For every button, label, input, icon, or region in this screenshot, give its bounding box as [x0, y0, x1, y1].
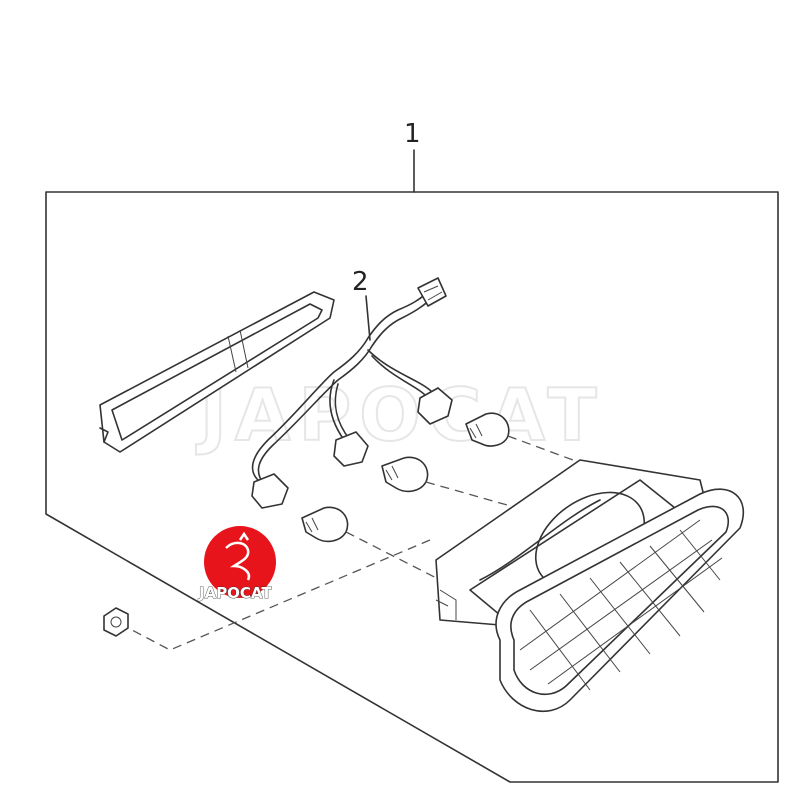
bulb-1	[465, 412, 510, 447]
logo-text: JAPOCAT	[198, 584, 272, 602]
nut	[103, 607, 129, 637]
wiring-harness	[251, 277, 453, 509]
callout-2-label: 2	[352, 267, 369, 297]
japocat-logo: JAPOCAT	[198, 526, 276, 602]
reflector-strip	[99, 291, 335, 453]
bulb-2	[381, 456, 429, 493]
bulb-3	[301, 506, 349, 543]
lamp-housing	[435, 459, 745, 713]
watermark-text: JAPOCAT	[195, 373, 605, 457]
logo-cat-icon	[225, 531, 251, 581]
callout-2-leader	[365, 295, 371, 341]
assembly-frame	[45, 191, 779, 783]
callout-1-label: 1	[404, 119, 421, 149]
